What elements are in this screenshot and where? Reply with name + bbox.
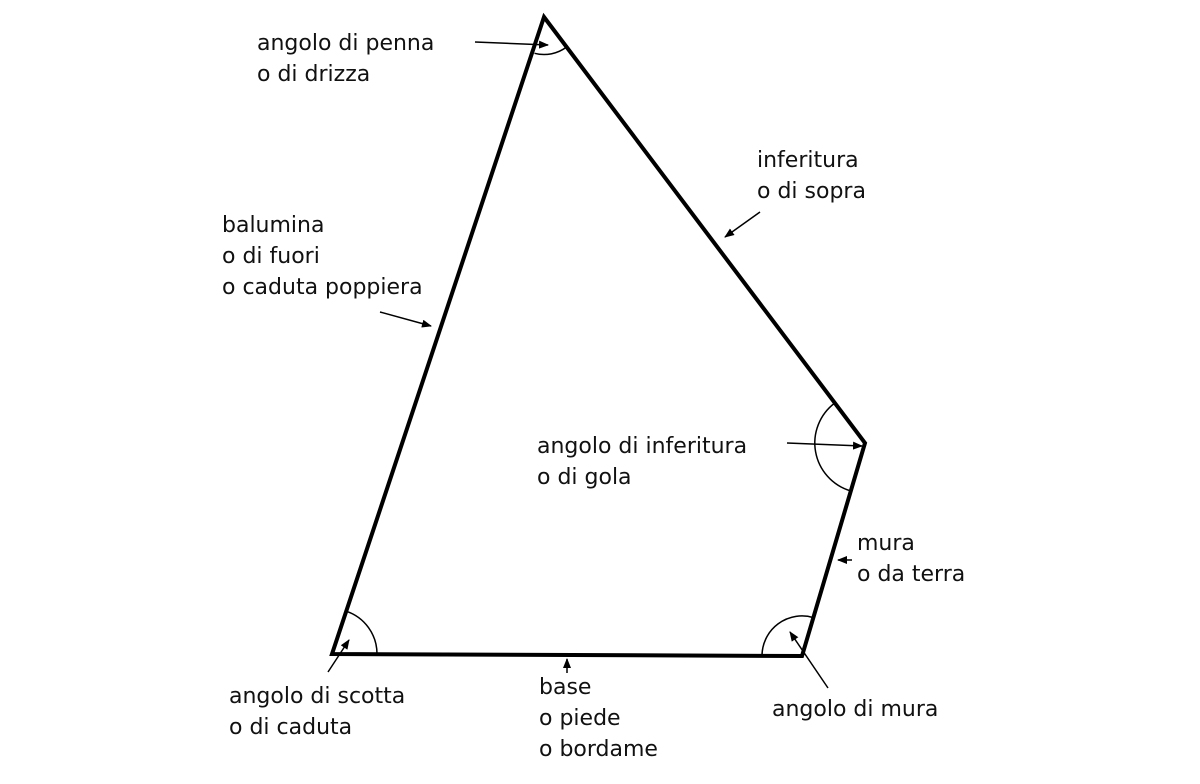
tack-arrow [789,631,829,689]
throat-angle-arc [814,402,851,492]
label-leech-line-2: o di fuori [222,244,320,269]
label-clew-line-1: angolo di scotta [229,684,406,709]
label-foot-line-2: o piede [539,706,621,731]
label-tack-line-1: angolo di mura [772,697,939,722]
head-arrow [474,40,549,49]
label-head-line-1: angolo di penna [257,31,435,56]
label-leech-line-3: o caduta poppiera [222,275,423,300]
label-leech-line-1: balumina [222,213,325,238]
clew-arrow [327,639,350,673]
clew-angle-arc [345,610,378,655]
label-foot-line-3: o bordame [539,737,658,762]
label-luff-line-2: o di sopra [757,179,866,204]
label-tack-edge-line-2: o da terra [857,562,966,587]
label-clew-line-2: o di caduta [229,715,353,740]
label-leech: balumina o di fuori o caduta poppiera [222,210,423,303]
label-throat-line-2: o di gola [537,465,632,490]
label-throat-line-1: angolo di inferitura [537,434,748,459]
tack-angle-arc [761,615,814,657]
head-angle-arc [534,46,568,56]
label-tack-edge-line-1: mura [857,531,915,556]
label-clew: angolo di scotta o di caduta [229,681,405,743]
label-luff-line-1: inferitura [757,148,859,173]
throat-arrow [786,441,863,450]
luff-arrow [724,211,761,238]
label-tack: angolo di mura [772,694,938,725]
label-luff: inferitura o di sopra [757,145,866,207]
label-head: angolo di penna o di drizza [257,28,434,90]
label-head-line-2: o di drizza [257,62,371,87]
label-tack-edge: mura o da terra [857,528,965,590]
leech-arrow [379,311,432,328]
label-foot-line-1: base [539,675,592,700]
sail-outline [329,12,868,659]
label-foot: base o piede o bordame [539,672,658,765]
label-throat: angolo di inferitura o di gola [537,431,747,493]
